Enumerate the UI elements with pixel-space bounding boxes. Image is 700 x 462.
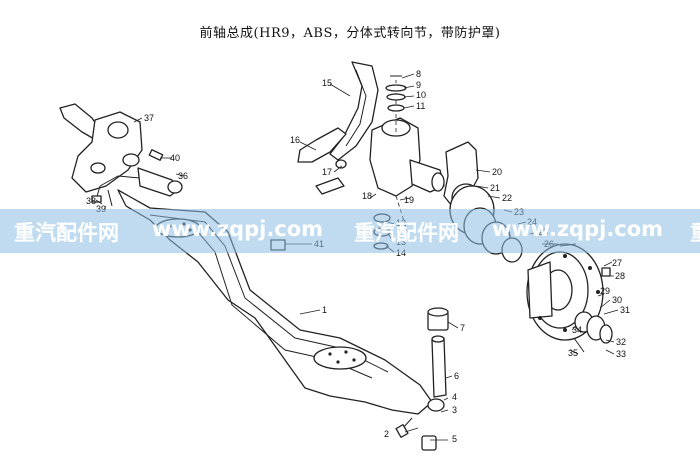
label-32: 32	[616, 337, 626, 347]
watermark-text-3: 重汽配件网	[354, 221, 459, 245]
kingpin-assembly	[395, 307, 449, 451]
label-30: 30	[612, 295, 622, 305]
label-16: 16	[290, 135, 300, 145]
label-28: 28	[615, 271, 625, 281]
upper-kingpin-cap-stack	[385, 75, 407, 112]
label-10: 10	[416, 90, 426, 100]
label-5: 5	[452, 434, 457, 444]
label-37: 37	[144, 113, 154, 123]
label-31: 31	[620, 305, 630, 315]
watermark-text-1: 重汽配件网	[14, 221, 119, 245]
label-20: 20	[492, 167, 502, 177]
label-35: 35	[568, 348, 578, 358]
label-11: 11	[416, 101, 425, 111]
left-steering-knuckle	[59, 103, 143, 193]
wheel-hub	[526, 243, 613, 353]
label-14: 14	[396, 248, 406, 258]
label-36: 36	[178, 171, 188, 181]
watermark-text-5: 重	[690, 217, 700, 247]
label-9: 9	[416, 80, 421, 90]
label-15: 15	[322, 78, 332, 88]
watermark-text-2: www.zqpj.com	[152, 217, 324, 241]
label-17: 17	[322, 167, 332, 177]
label-34: 34	[572, 325, 582, 335]
label-4: 4	[452, 392, 457, 402]
label-8: 8	[416, 69, 421, 79]
watermark-text-4: www.zqpj.com	[492, 217, 664, 241]
left-small-parts	[91, 149, 183, 207]
label-33: 33	[616, 349, 626, 359]
label-22: 22	[502, 193, 512, 203]
label-21: 21	[490, 183, 500, 193]
label-18: 18	[362, 191, 372, 201]
brake-dust-shield	[297, 61, 379, 195]
label-29: 29	[600, 286, 610, 296]
label-40: 40	[170, 153, 180, 163]
right-steering-knuckle	[369, 80, 445, 241]
label-2: 2	[384, 429, 389, 439]
label-7: 7	[460, 323, 465, 333]
label-38: 38	[86, 196, 96, 206]
label-6: 6	[454, 371, 459, 381]
label-1: 1	[322, 305, 327, 315]
diagram-title: 前轴总成(HR9，ABS，分体式转向节，带防护罩)	[199, 26, 501, 41]
watermark-banner: 重汽配件网 www.zqpj.com 重汽配件网 www.zqpj.com 重	[0, 209, 700, 253]
label-19: 19	[404, 195, 414, 205]
label-27: 27	[612, 258, 622, 268]
label-3: 3	[452, 405, 457, 415]
